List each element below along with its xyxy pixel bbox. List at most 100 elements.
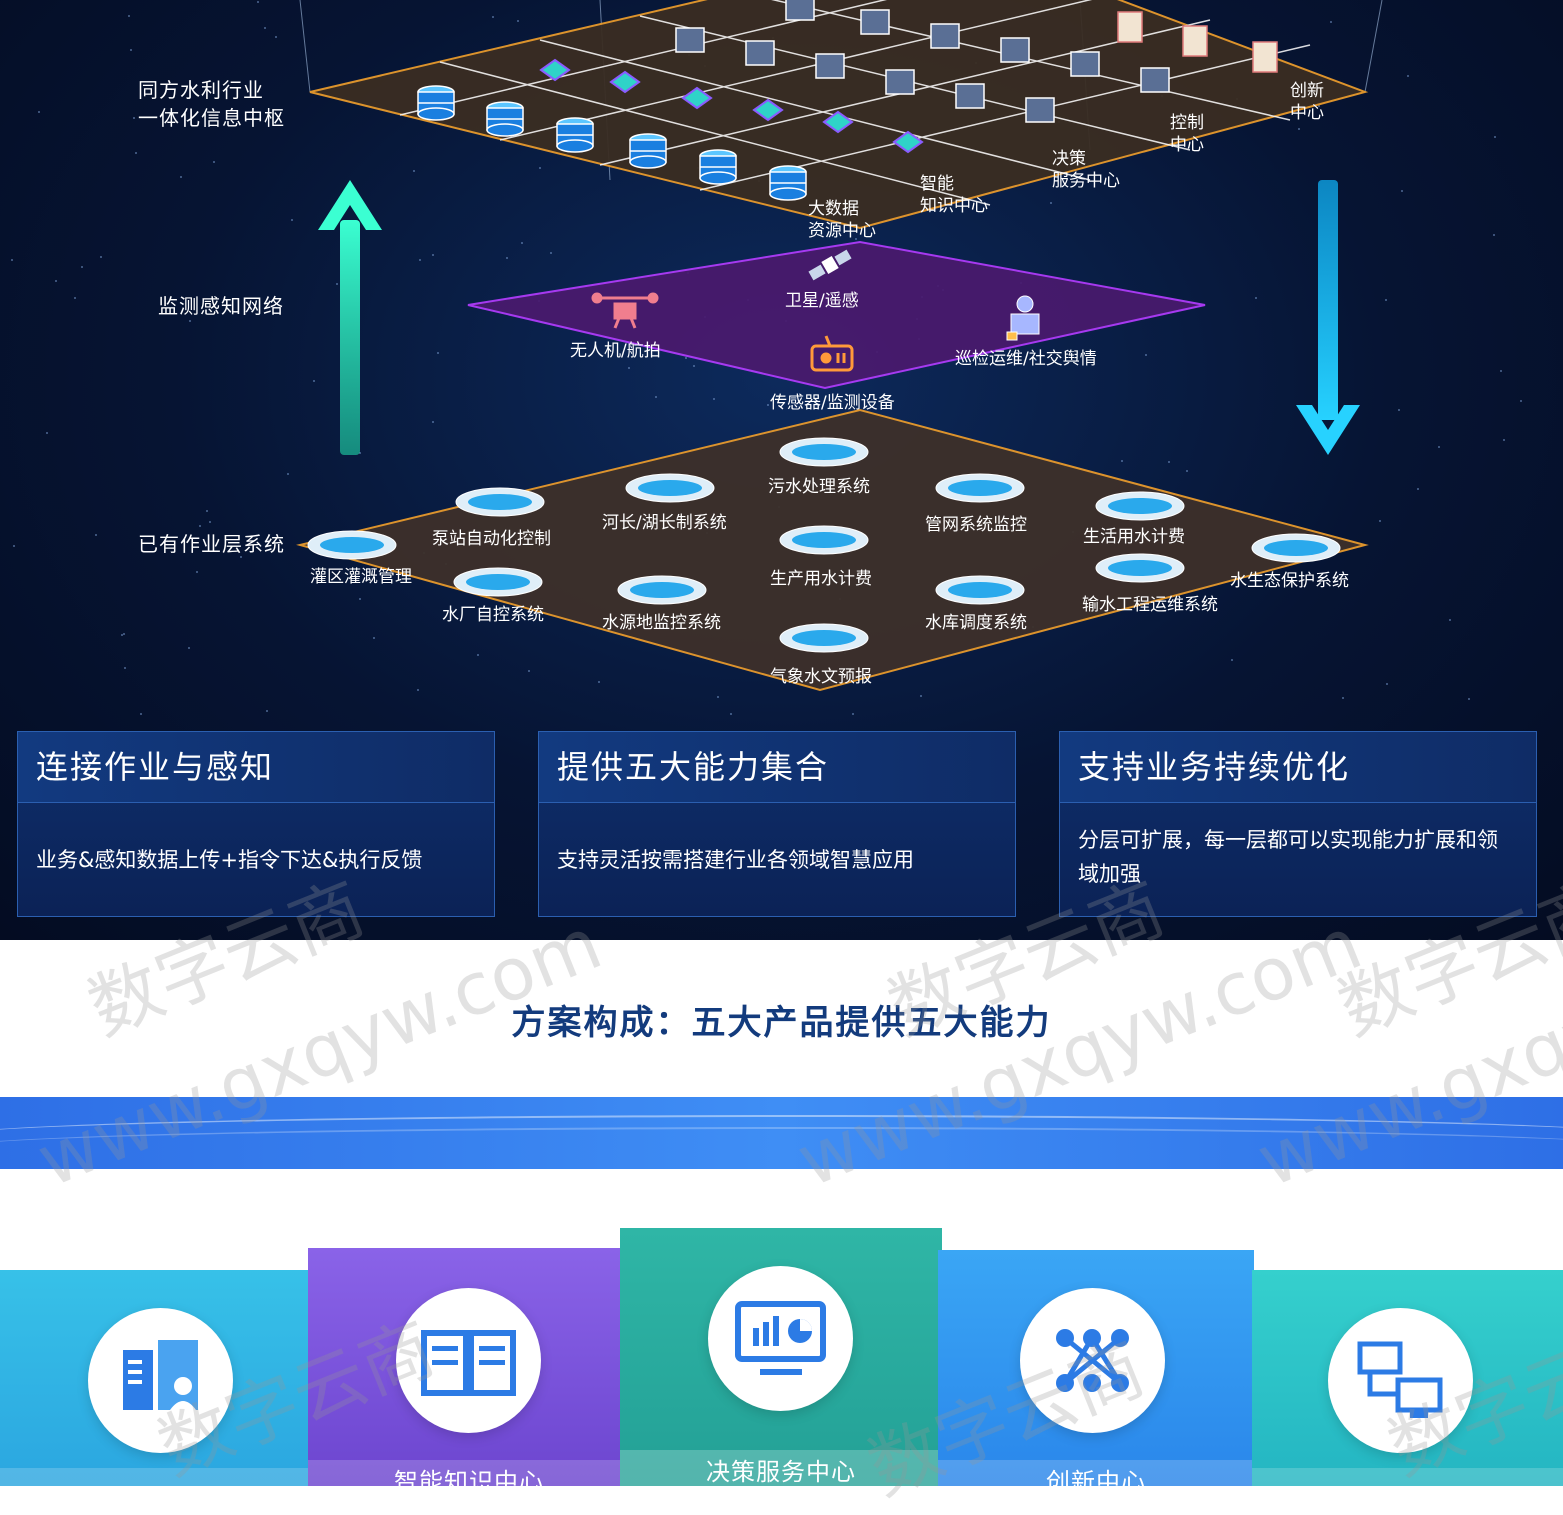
- water-icon: [320, 537, 384, 553]
- document-icon: [1117, 11, 1143, 43]
- ops-node-label: 灌区灌溉管理: [310, 567, 412, 587]
- server-icon: [1140, 67, 1170, 93]
- database-icon: [629, 133, 667, 169]
- section-title: 方案构成：五大产品提供五大能力: [511, 1003, 1052, 1043]
- star-dot: [13, 544, 16, 547]
- star-dot: [431, 421, 434, 424]
- star-dot: [275, 36, 278, 39]
- star-dot: [312, 379, 315, 382]
- water-icon: [948, 582, 1012, 598]
- ops-node-label: 水库调度系统: [925, 613, 1027, 633]
- product-card-knowledge[interactable]: 智能知识中心: [308, 1248, 630, 1486]
- star-dot: [198, 524, 201, 527]
- hub-node-label: 智能 知识中心: [920, 174, 988, 216]
- star-dot: [505, 257, 508, 260]
- star-dot: [120, 634, 123, 637]
- star-dot: [713, 398, 716, 401]
- star-dot: [1493, 136, 1496, 139]
- server-icon: [1000, 37, 1030, 63]
- product-name: [0, 1468, 322, 1486]
- sense-plane: [467, 240, 1206, 390]
- star-dot: [521, 241, 524, 244]
- server-icon: [785, 0, 815, 21]
- star-dot: [80, 265, 83, 268]
- star-dot: [212, 161, 215, 164]
- architecture-diagram: [296, 0, 1383, 692]
- server-icon: [930, 23, 960, 49]
- star-dot: [1520, 399, 1523, 402]
- star-dot: [1034, 359, 1037, 362]
- sense-node-label: 传感器/监测设备: [770, 393, 895, 413]
- star-dot: [716, 696, 719, 699]
- sensor-icon: [810, 335, 854, 372]
- water-icon: [948, 480, 1012, 496]
- star-dot: [1397, 409, 1400, 412]
- star-dot: [1186, 470, 1189, 473]
- product-card-decision[interactable]: 决策服务中心: [620, 1228, 942, 1486]
- cube-node-icon: [892, 130, 924, 154]
- star-dot: [527, 669, 530, 672]
- sense-node-label: 巡检运维/社交舆情: [955, 349, 1097, 369]
- star-dot: [1330, 20, 1333, 23]
- star-dot: [1144, 354, 1147, 357]
- star-dot: [412, 170, 415, 173]
- star-dot: [851, 712, 854, 715]
- star-dot: [692, 364, 695, 367]
- hub-node-label: 创新 中心: [1290, 81, 1324, 123]
- star-dot: [685, 356, 687, 359]
- document-icon: [1182, 25, 1208, 57]
- star-dot: [1448, 619, 1451, 622]
- database-icon: [556, 117, 594, 153]
- star-dot: [597, 681, 600, 684]
- product-name: 决策服务中心: [620, 1450, 942, 1486]
- water-icon: [1108, 560, 1172, 576]
- product-name: 创新中心: [938, 1460, 1254, 1486]
- arrow-up-icon: [318, 180, 382, 455]
- ops-node-label: 管网系统监控: [925, 515, 1027, 535]
- card-body: 业务&感知数据上传+指令下达&执行反馈: [36, 848, 423, 872]
- star-dot: [74, 296, 77, 299]
- star-dot: [359, 452, 362, 455]
- star-dot: [10, 259, 13, 262]
- star-dot: [127, 15, 130, 18]
- star-dot: [1341, 697, 1344, 700]
- star-dot: [549, 252, 552, 255]
- star-dot: [539, 166, 542, 169]
- product-card-control[interactable]: [1252, 1270, 1563, 1486]
- star-dot: [1386, 682, 1389, 685]
- card-body: 分层可扩展，每一层都可以实现能力扩展和领域加强: [1078, 828, 1498, 886]
- product-name: [1252, 1468, 1563, 1486]
- star-dot: [180, 175, 183, 178]
- product-card-data-resource[interactable]: [0, 1270, 322, 1486]
- sense-layer-label: 监测感知网络: [158, 294, 284, 318]
- ops-node-label: 气象水文预报: [770, 667, 872, 687]
- star-dot: [187, 647, 190, 650]
- sense-node-label: 卫星/遥感: [785, 291, 859, 311]
- water-icon: [466, 574, 530, 590]
- star-dot: [336, 283, 339, 286]
- info-card: 提供五大能力集合 支持灵活按需搭建行业各领域智慧应用: [538, 731, 1016, 917]
- document-icon: [1252, 41, 1278, 73]
- cube-node-icon: [752, 98, 784, 122]
- star-dot: [1438, 445, 1441, 448]
- water-icon: [468, 494, 532, 510]
- database-icon: [699, 149, 737, 185]
- star-dot: [766, 403, 769, 406]
- database-icon: [769, 165, 807, 201]
- star-dot: [373, 636, 375, 639]
- star-dot: [477, 653, 480, 656]
- star-dot: [1168, 461, 1171, 463]
- product-card-innovation[interactable]: 创新中心: [938, 1250, 1254, 1486]
- cube-node-icon: [822, 110, 854, 134]
- star-dot: [291, 218, 294, 221]
- star-dot: [729, 713, 732, 716]
- hub-layer-label: 同方水利行业 一体化信息中枢: [138, 78, 285, 130]
- data-resource-icon: [88, 1308, 233, 1453]
- ops-node-label: 输水工程运维系统: [1082, 595, 1218, 615]
- water-icon: [638, 480, 702, 496]
- decorative-band: [0, 1097, 1563, 1169]
- database-icon: [486, 101, 524, 137]
- server-icon: [885, 69, 915, 95]
- server-icon: [815, 53, 845, 79]
- star-dot: [1400, 190, 1403, 193]
